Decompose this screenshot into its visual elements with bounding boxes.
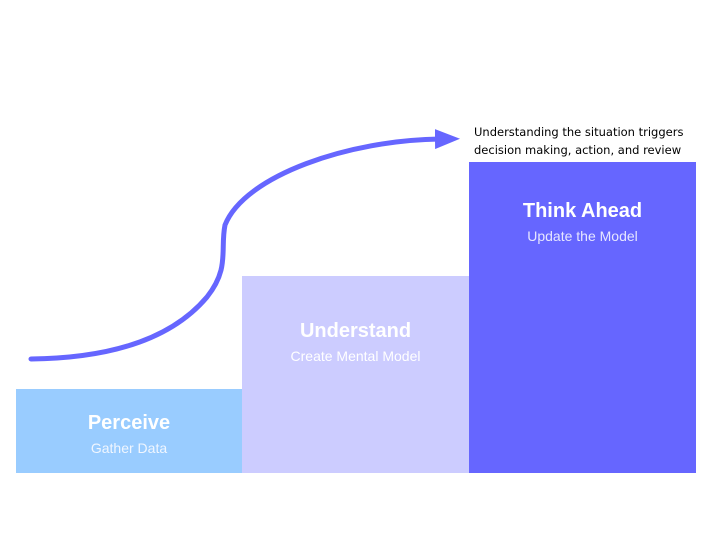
step-think-ahead: Think Ahead Update the Model <box>469 162 696 473</box>
step-understand: Understand Create Mental Model <box>242 276 469 473</box>
step-subtitle: Gather Data <box>90 440 168 456</box>
step-title: Perceive <box>87 412 171 434</box>
step-perceive: Perceive Gather Data <box>16 389 242 473</box>
callout-text: Understanding the situation triggers dec… <box>474 123 714 159</box>
callout-line-1: Understanding the situation triggers <box>474 125 684 139</box>
step-title: Think Ahead <box>522 200 643 222</box>
step-title: Understand <box>299 320 412 342</box>
step-subtitle: Update the Model <box>527 228 638 244</box>
callout-line-2: decision making, action, and review <box>474 143 682 157</box>
step-subtitle: Create Mental Model <box>290 348 421 364</box>
arrow-curve <box>28 129 460 362</box>
